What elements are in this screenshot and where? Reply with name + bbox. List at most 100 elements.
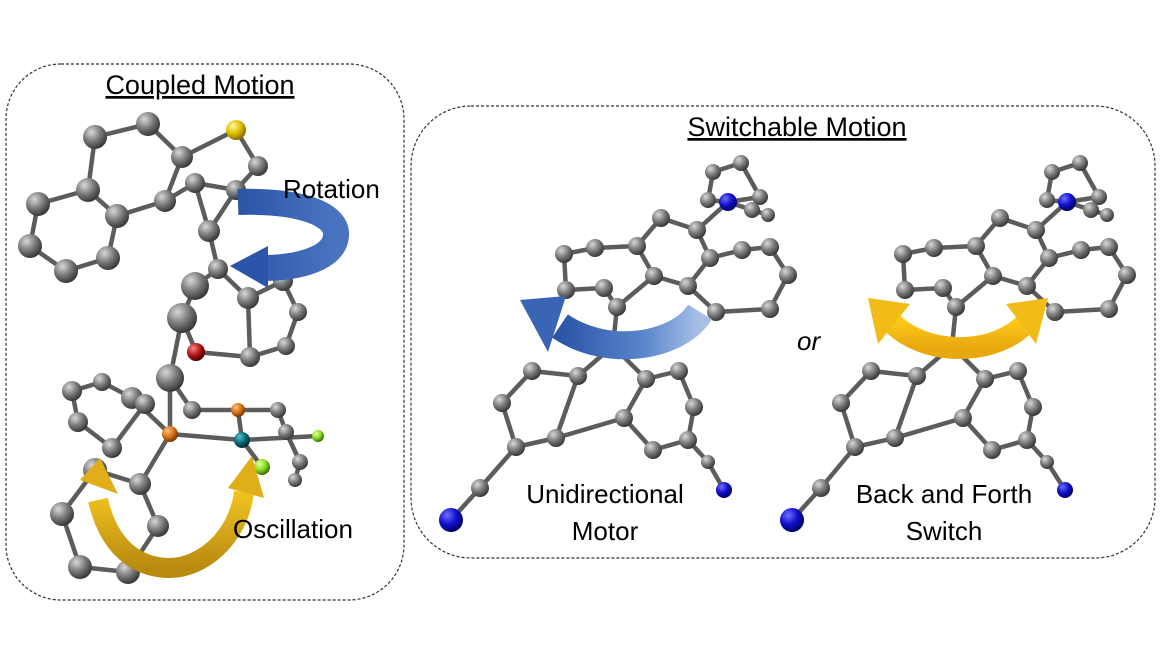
carbon-atom (547, 429, 565, 447)
carbon-atom (185, 173, 205, 193)
carbon-atom (707, 303, 725, 321)
carbon-atom (147, 515, 169, 537)
carbon-atom (181, 272, 209, 300)
carbon-atom (183, 401, 201, 419)
carbon-atom (1018, 431, 1036, 449)
carbon-atom (894, 245, 912, 263)
carbon-atom (96, 246, 120, 270)
carbon-atom (637, 370, 655, 388)
carbon-atom (984, 267, 1002, 285)
carbon-atom (908, 367, 926, 385)
carbon-atom (983, 441, 1001, 459)
carbon-atom (925, 239, 943, 257)
carbon-atom (50, 502, 74, 526)
carbon-atom (136, 112, 160, 136)
nitrogen-atom (1057, 482, 1073, 498)
nitrogen-atom (439, 508, 463, 532)
carbon-atom (886, 429, 904, 447)
carbon-atom (93, 373, 111, 391)
carbon-atom (555, 245, 573, 263)
bond (239, 433, 321, 443)
carbon-atom (705, 164, 721, 180)
halogen-atom (312, 430, 324, 442)
carbon-atom (947, 298, 965, 316)
motor-label-line2: Motor (572, 516, 639, 546)
rotation-label: Rotation (283, 174, 380, 204)
switchable-panel-frame (410, 105, 1156, 559)
carbon-atom (248, 156, 268, 176)
oscillation-label: Oscillation (233, 514, 353, 544)
bond (553, 415, 627, 441)
switch-label-line2: Switch (906, 516, 983, 546)
bond (553, 373, 581, 441)
carbon-atom (208, 259, 228, 279)
motor-arrow (520, 296, 712, 360)
carbon-atom (171, 146, 193, 168)
carbon-atom (701, 455, 715, 469)
bond (713, 306, 773, 315)
carbon-atom (62, 381, 82, 401)
carbon-atom (278, 424, 294, 440)
carbon-atom (896, 281, 914, 299)
carbon-atom (761, 238, 779, 256)
bond (892, 415, 966, 441)
carbon-atom (1024, 398, 1042, 416)
nitrogen-atom (716, 482, 732, 498)
nitrogen-atom (719, 193, 737, 211)
carbon-atom (628, 237, 646, 255)
carbon-atom (507, 438, 525, 456)
carbon-atom (832, 394, 850, 412)
carbon-atom (1100, 300, 1118, 318)
carbon-atom (156, 364, 184, 392)
carbon-atom (1009, 362, 1027, 380)
carbon-atom (68, 412, 88, 432)
carbon-atom (761, 208, 775, 222)
carbon-atom (569, 367, 587, 385)
carbon-atom (288, 473, 302, 487)
carbon-atom (752, 189, 768, 205)
carbon-atom (733, 241, 751, 259)
carbon-atom (54, 259, 78, 283)
carbon-atom (685, 398, 703, 416)
carbon-atom (68, 555, 92, 579)
carbon-atom (701, 249, 719, 267)
carbon-atom (812, 479, 830, 497)
carbon-atom (679, 431, 697, 449)
metal-atom (234, 432, 250, 448)
carbon-atom (154, 190, 176, 212)
halogen-atom (254, 459, 270, 475)
carbon-atom (744, 202, 760, 218)
coupled-panel-frame (5, 63, 405, 601)
phosphorus-atom (162, 426, 178, 442)
carbon-atom (645, 267, 663, 285)
carbon-atom (644, 441, 662, 459)
carbon-atom (688, 221, 706, 239)
carbon-atom (1072, 241, 1090, 259)
carbon-atom (1039, 192, 1055, 208)
carbon-atom (862, 362, 880, 380)
carbon-atom (1044, 164, 1060, 180)
phosphorus-atom (231, 403, 245, 417)
carbon-atom (129, 473, 151, 495)
switch-label-line1: Back and Forth (856, 479, 1032, 509)
bond (167, 431, 245, 443)
rotation-arrow (230, 188, 349, 288)
switch-arrow (868, 298, 1048, 359)
carbon-atom (595, 279, 613, 297)
carbon-atom (679, 277, 697, 295)
carbon-atom (471, 479, 489, 497)
or-label: or (797, 326, 821, 356)
carbon-atom (292, 454, 308, 470)
carbon-atom (240, 347, 260, 367)
carbon-atom (615, 409, 633, 427)
coupled-title: Coupled Motion (105, 70, 294, 100)
carbon-atom (198, 220, 220, 242)
carbon-atom (954, 409, 972, 427)
switch-molecule (780, 155, 1136, 532)
carbon-atom (586, 239, 604, 257)
carbon-atom (846, 438, 864, 456)
nitrogen-atom (780, 508, 804, 532)
sulfur-atom (226, 120, 246, 140)
carbon-atom (652, 209, 670, 227)
